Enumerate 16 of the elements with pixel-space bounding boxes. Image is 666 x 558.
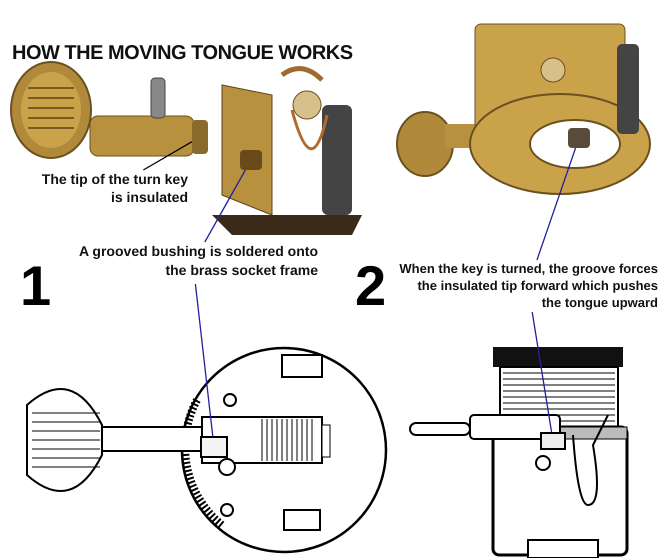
leader-line [536,148,576,260]
leader-line [204,170,246,242]
insulated-tip [540,432,566,450]
callout-text: The tip of the turn key is insulated [40,170,188,206]
key-tip [192,120,208,154]
title: HOW THE MOVING TONGUE WORKS [12,41,353,66]
insulated-tip [568,128,590,148]
step-number: 1 [20,258,52,314]
leader-line [143,141,192,171]
step-number: 2 [355,258,386,314]
grooved-bushing [240,150,262,170]
leader-line [194,284,214,436]
grooved-bushing [200,436,228,458]
callout-text: A grooved bushing is soldered onto the brass socket frame [78,242,318,280]
leader-line [532,312,552,432]
callout-text: When the key is turned, the groove forces the insulated tip forward which pushes the tongue upward [398,260,658,311]
